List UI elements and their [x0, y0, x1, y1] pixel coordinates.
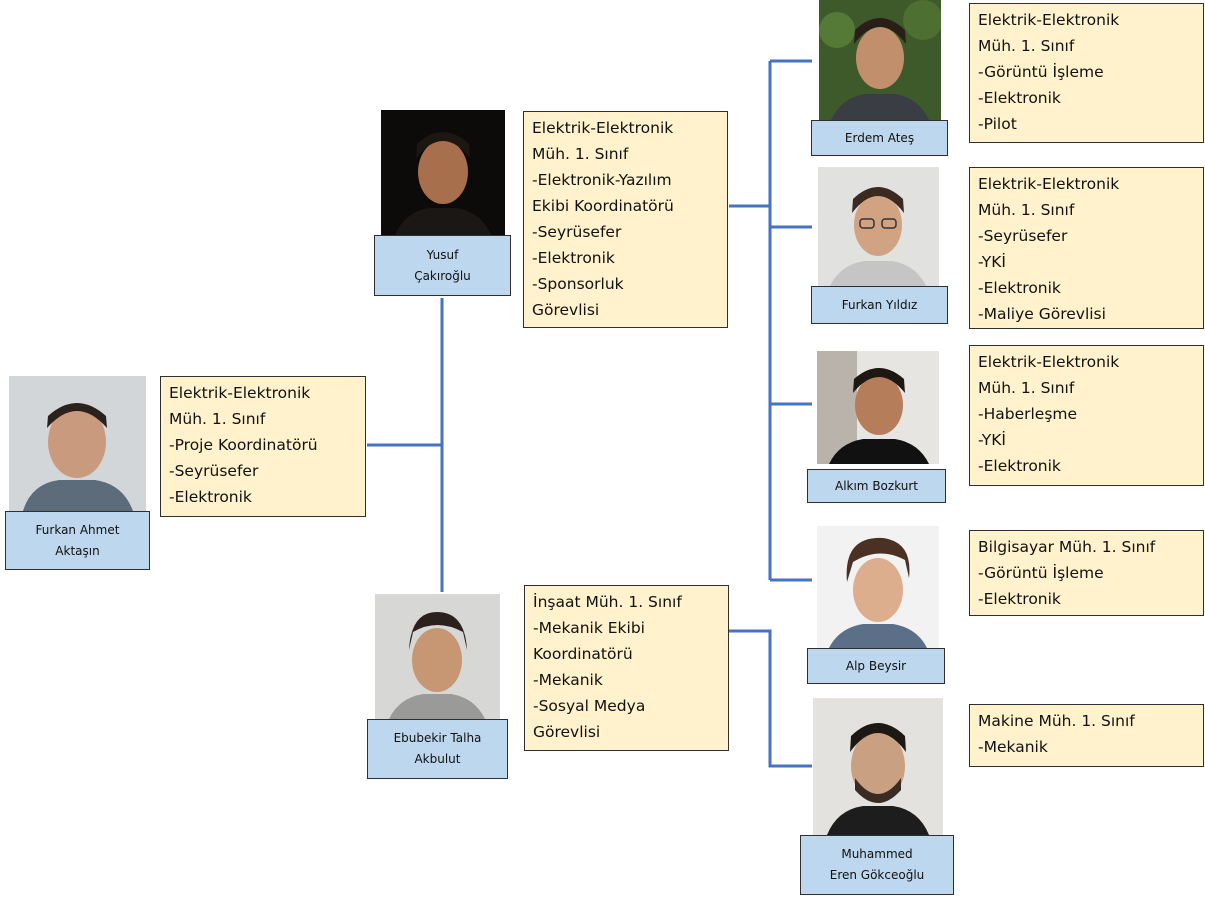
- photo-furkan-yildiz: [818, 167, 939, 286]
- details-alkim-bozkurt: Elektrik-Elektronik Müh. 1. Sınıf -Haber…: [969, 345, 1204, 486]
- photo-alkim-bozkurt: [817, 351, 939, 464]
- name-muhammed-eren-gokceoglu: Muhammed Eren Gökceoğlu: [800, 835, 954, 895]
- photo-ebubekir-talha-akbulut: [375, 594, 500, 719]
- photo-muhammed-eren-gokceoglu: [813, 698, 943, 835]
- person-photo-icon: [813, 698, 943, 835]
- photo-erdem-ates: [819, 0, 941, 120]
- details-alp-beysir: Bilgisayar Müh. 1. Sınıf -Görüntü İşleme…: [969, 530, 1204, 616]
- connector-ebubekir-to-team: [729, 629, 812, 768]
- name-erdem-ates: Erdem Ateş: [811, 120, 948, 156]
- details-furkan-ahmet-aktasin: Elektrik-Elektronik Müh. 1. Sınıf -Proje…: [160, 376, 366, 517]
- person-photo-icon: [817, 526, 939, 648]
- person-photo-icon: [818, 167, 939, 286]
- name-ebubekir-talha-akbulut: Ebubekir Talha Akbulut: [367, 719, 508, 779]
- name-yusuf-cakiroglu: Yusuf Çakıroğlu: [374, 235, 511, 296]
- details-yusuf-cakiroglu: Elektrik-Elektronik Müh. 1. Sınıf -Elekt…: [523, 111, 728, 328]
- photo-alp-beysir: [817, 526, 939, 648]
- name-alkim-bozkurt: Alkım Bozkurt: [807, 469, 946, 503]
- photo-yusuf-cakiroglu: [381, 110, 505, 235]
- person-photo-icon: [819, 0, 941, 120]
- person-photo-icon: [9, 376, 146, 511]
- name-furkan-yildiz: Furkan Yıldız: [811, 286, 948, 324]
- details-furkan-yildiz: Elektrik-Elektronik Müh. 1. Sınıf -Seyrü…: [969, 167, 1204, 329]
- name-alp-beysir: Alp Beysir: [807, 648, 945, 684]
- details-muhammed-eren-gokceoglu: Makine Müh. 1. Sınıf -Mekanik: [969, 704, 1204, 767]
- person-photo-icon: [817, 351, 939, 464]
- person-photo-icon: [375, 594, 500, 719]
- details-erdem-ates: Elektrik-Elektronik Müh. 1. Sınıf -Görün…: [969, 3, 1204, 143]
- name-furkan-ahmet-aktasin: Furkan Ahmet Aktaşın: [5, 511, 150, 570]
- photo-furkan-ahmet-aktasin: [9, 376, 146, 511]
- details-ebubekir-talha-akbulut: İnşaat Müh. 1. Sınıf -Mekanik Ekibi Koor…: [524, 585, 729, 751]
- person-photo-icon: [381, 110, 505, 235]
